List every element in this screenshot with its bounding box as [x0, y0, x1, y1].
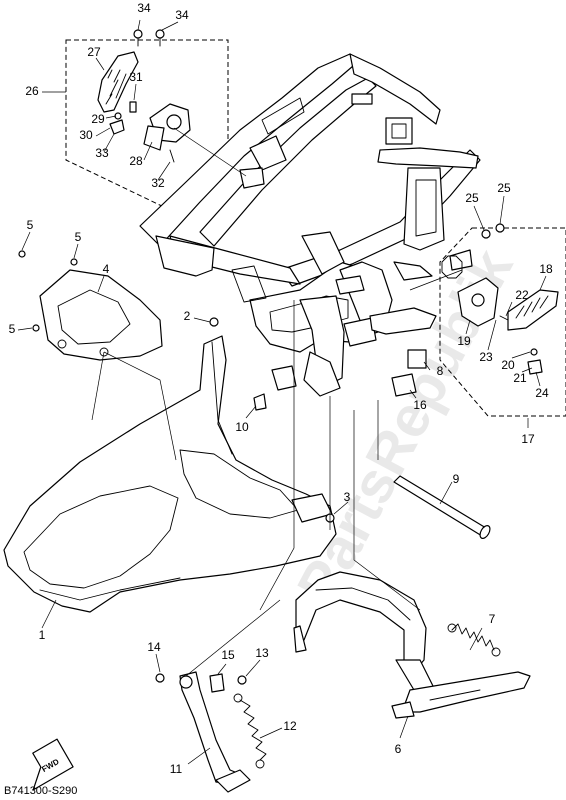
- nut-14: [155, 673, 165, 683]
- callout-24: 24: [535, 386, 549, 400]
- callout-16: 16: [413, 398, 427, 412]
- callout-18: 18: [539, 262, 553, 276]
- clip-2: [209, 317, 219, 327]
- callout-4: 4: [103, 262, 110, 276]
- callout-5a: 5: [27, 218, 34, 232]
- pivot-shaft-9: [393, 475, 491, 539]
- callout-34b: 34: [175, 8, 189, 22]
- main-frame: [139, 53, 481, 397]
- screw-5-top: [18, 250, 26, 258]
- callout-9: 9: [453, 472, 460, 486]
- callout-numbers: 34 34 27 26 31 29 30 33 28 32 25 25 5 5 …: [9, 1, 553, 776]
- callout-34a: 34: [137, 1, 151, 15]
- bolt-13: [237, 675, 247, 685]
- callout-3: 3: [344, 490, 351, 504]
- callout-8: 8: [437, 364, 444, 378]
- callout-31: 31: [129, 70, 143, 84]
- panel-4: [18, 250, 163, 361]
- callout-33: 33: [95, 146, 109, 160]
- callout-7: 7: [489, 612, 496, 626]
- callout-17: 17: [521, 432, 535, 446]
- group-box-17: [439, 227, 566, 417]
- screw-5-mid: [70, 258, 78, 266]
- callout-5b: 5: [75, 230, 82, 244]
- callout-2: 2: [184, 309, 191, 323]
- callout-5c: 5: [9, 322, 16, 336]
- bolt-25-right: [495, 223, 505, 233]
- spring-7: [447, 623, 501, 657]
- bolt-34-right: [155, 29, 165, 39]
- callout-14: 14: [147, 640, 161, 654]
- screw-5-left: [32, 324, 40, 332]
- bushing-15: [209, 673, 225, 693]
- callout-27: 27: [87, 45, 101, 59]
- clip-10: [253, 393, 267, 411]
- callout-1: 1: [39, 628, 46, 642]
- left-footrest-assembly: [97, 29, 191, 163]
- callout-13: 13: [255, 646, 269, 660]
- callout-10: 10: [235, 420, 249, 434]
- fwd-arrow-icon: FWD: [32, 738, 74, 791]
- callout-22: 22: [515, 288, 529, 302]
- callout-20: 20: [501, 358, 515, 372]
- callout-15: 15: [221, 648, 235, 662]
- bolt-25-left: [481, 229, 491, 239]
- callout-26: 26: [25, 84, 39, 98]
- callout-25a: 25: [465, 191, 479, 205]
- callout-28: 28: [129, 154, 143, 168]
- main-stand-6: [293, 571, 531, 719]
- callout-30: 30: [79, 128, 93, 142]
- spring-12: [233, 693, 267, 769]
- callout-11: 11: [170, 762, 183, 776]
- leader-lines: [17, 19, 547, 765]
- callout-32: 32: [151, 176, 165, 190]
- callout-6: 6: [395, 742, 402, 756]
- callout-25b: 25: [497, 181, 511, 195]
- callout-23: 23: [479, 350, 493, 364]
- callout-29: 29: [91, 112, 105, 126]
- callout-19: 19: [457, 334, 471, 348]
- bolt-34-left: [133, 29, 143, 39]
- right-footrest-assembly: [441, 223, 559, 375]
- callout-21: 21: [513, 371, 527, 385]
- damper-8: [407, 349, 427, 369]
- lower-cover-1: [3, 335, 337, 613]
- footrest-27: [97, 51, 139, 113]
- callout-12: 12: [283, 719, 297, 733]
- diagram-code: B741300-S290: [4, 785, 77, 797]
